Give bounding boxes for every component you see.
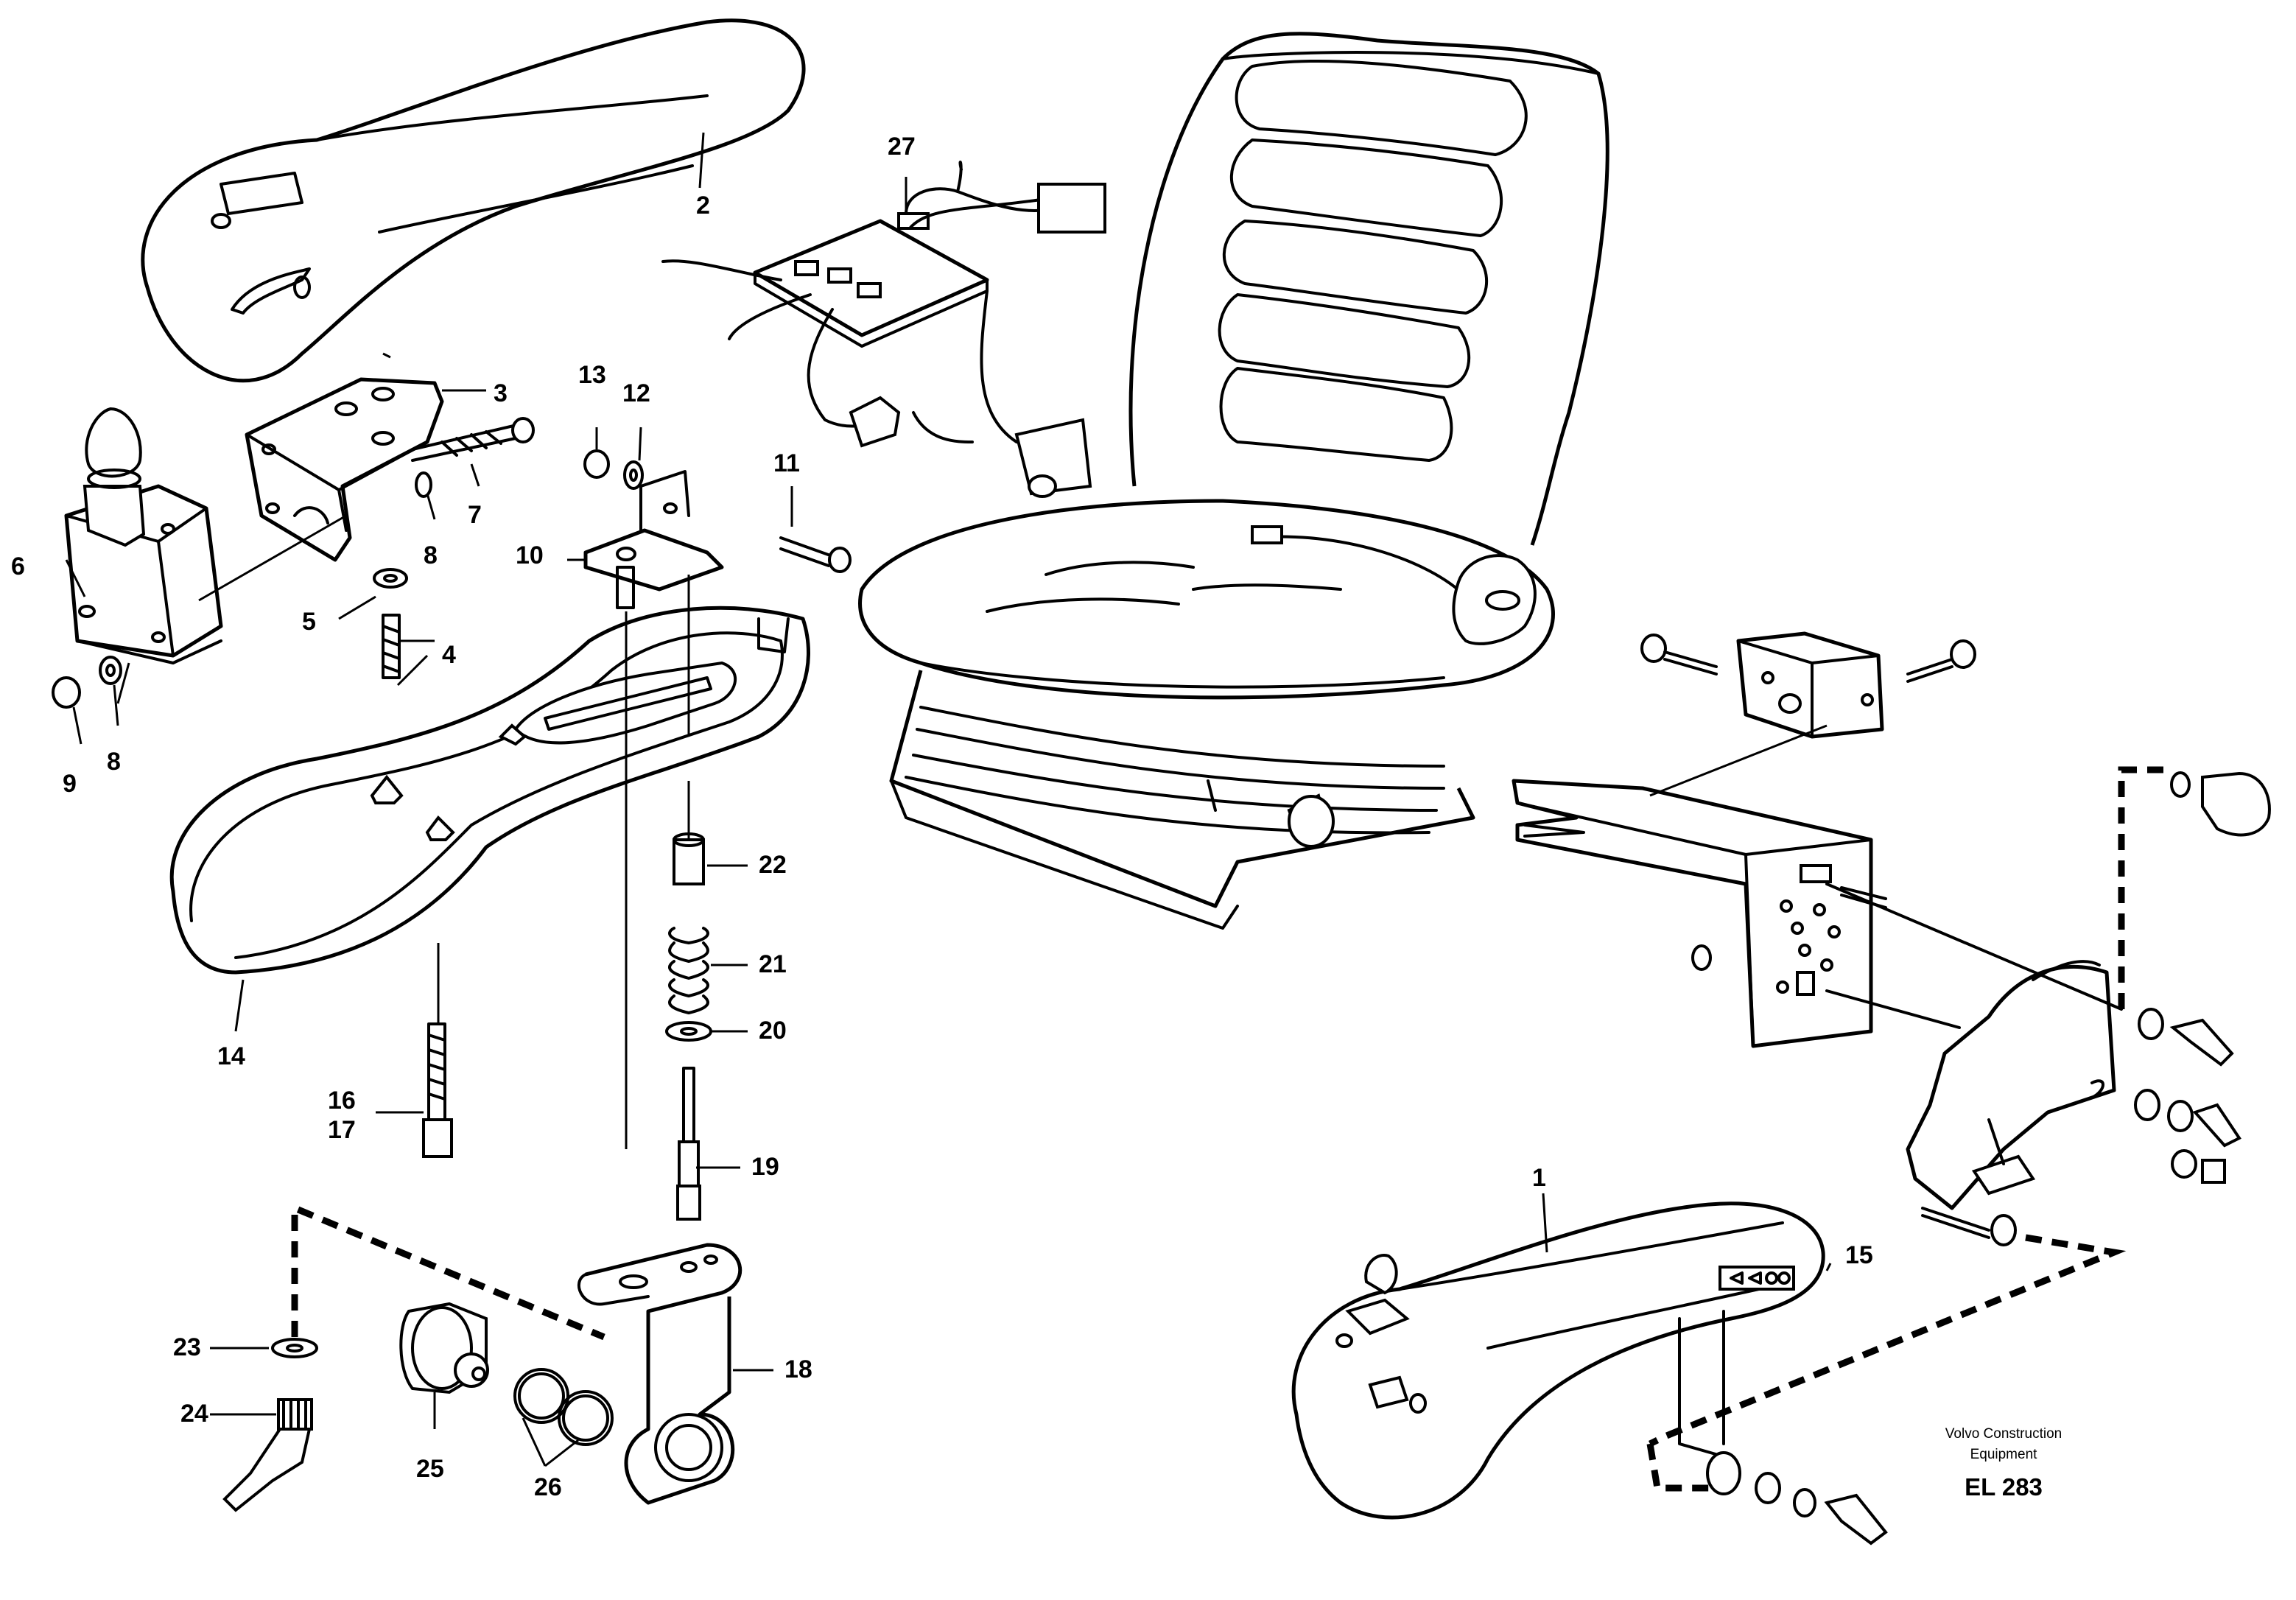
armrest-tray-icon	[169, 606, 810, 975]
callout-21: 21	[759, 950, 787, 978]
callout-7: 7	[468, 501, 482, 529]
credit-line-2: Equipment	[1970, 1447, 2038, 1462]
callout-20: 20	[759, 1017, 787, 1045]
callout-27: 27	[888, 133, 916, 161]
credit-line-1: Volvo Construction	[1945, 1426, 2062, 1442]
seat-icon	[858, 32, 1609, 930]
callout-23: 23	[173, 1333, 201, 1361]
callout-1: 1	[1532, 1164, 1546, 1192]
joystick-icon	[64, 407, 223, 664]
knob-and-lever-hardware-icon	[1648, 766, 2271, 1448]
support-arm-icon	[1906, 960, 2116, 1210]
callout-14: 14	[217, 1042, 245, 1070]
callout-18: 18	[784, 1355, 812, 1383]
mounting-bracket-icon	[1512, 779, 2123, 1048]
callout-2: 2	[696, 192, 710, 220]
armrest-assembly-icon	[1291, 1201, 1888, 1545]
fastener-icon	[52, 417, 535, 709]
callout-25: 25	[416, 1455, 444, 1483]
callout-19: 19	[751, 1153, 779, 1181]
callout-10: 10	[516, 541, 544, 569]
callout-4: 4	[442, 641, 456, 669]
callout-8a: 8	[424, 541, 438, 569]
callout-11: 11	[773, 449, 800, 477]
credit-block: Volvo Construction Equipment EL 283	[1945, 1426, 2062, 1501]
callout-17: 17	[328, 1116, 356, 1144]
callout-22: 22	[759, 851, 787, 879]
callout-24: 24	[180, 1400, 208, 1428]
callout-9: 9	[63, 770, 77, 798]
callout-8b: 8	[107, 748, 121, 776]
callout-3: 3	[494, 379, 508, 407]
callout-15: 15	[1845, 1241, 1873, 1269]
upper-bracket-icon	[1640, 631, 1976, 797]
callout-13: 13	[578, 361, 606, 389]
callout-12: 12	[622, 379, 650, 407]
slide-bracket-icon	[583, 449, 852, 609]
drawing-code: EL 283	[1965, 1473, 2043, 1501]
center-column-hardware-icon	[222, 832, 742, 1512]
bracket-icon	[245, 377, 444, 562]
callout-labels: 1 2 3 4 5 6 7 8 8 9 10 11 12 13 14 15 16…	[11, 133, 1873, 1501]
circuit-board-icon	[661, 161, 1106, 496]
callout-5: 5	[302, 608, 316, 636]
leader-lines	[65, 132, 1832, 1467]
callout-6: 6	[11, 552, 25, 580]
callout-16: 16	[328, 1087, 356, 1115]
callout-26: 26	[534, 1473, 562, 1501]
armrest-pad-icon	[141, 18, 806, 383]
